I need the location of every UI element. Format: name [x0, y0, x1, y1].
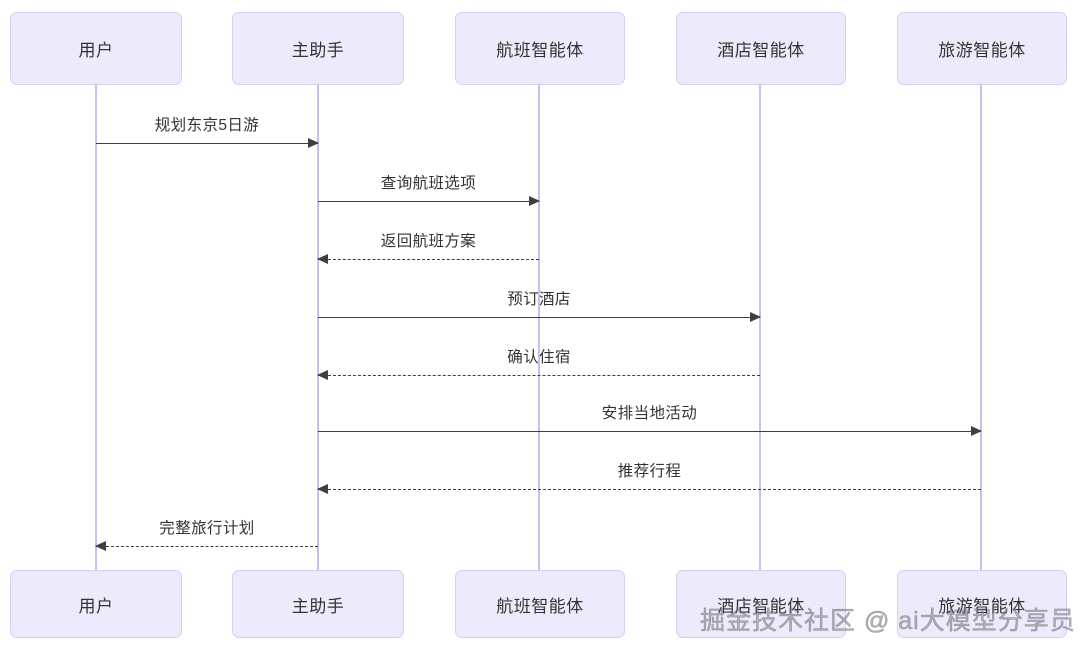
- participant-footer-main[interactable]: 主助手: [232, 570, 404, 638]
- lifeline-travel: [980, 85, 982, 570]
- lifeline-user: [95, 85, 97, 570]
- participant-label: 航班智能体: [496, 596, 584, 616]
- arrow-head-left-icon: [95, 540, 106, 551]
- participant-label: 主助手: [291, 596, 345, 616]
- participant-label: 用户: [78, 596, 114, 616]
- participant-label: 旅游智能体: [938, 41, 1026, 60]
- arrow-head-right-icon: [750, 311, 761, 322]
- message-label: 预订酒店: [507, 291, 571, 308]
- arrow-head-right-icon: [529, 195, 540, 206]
- arrow-head-right-icon: [308, 137, 319, 148]
- message-arrow-line: [318, 431, 981, 432]
- message-arrow-line: [318, 259, 539, 260]
- message-label: 规划东京5日游: [154, 117, 260, 134]
- message-arrow-line: [318, 201, 539, 202]
- participant-footer-hotel[interactable]: 酒店智能体: [676, 570, 846, 638]
- participant-header-travel[interactable]: 旅游智能体: [897, 12, 1067, 85]
- arrow-head-left-icon: [317, 253, 328, 264]
- message-arrow-line: [96, 143, 318, 144]
- message-arrow-line: [96, 546, 318, 547]
- message-label: 推荐行程: [617, 463, 682, 480]
- message-arrow-line: [318, 317, 760, 318]
- participant-footer-travel[interactable]: 旅游智能体: [897, 570, 1067, 638]
- participant-label: 主助手: [291, 41, 345, 60]
- message-arrow-line: [318, 375, 760, 376]
- participant-footer-flight[interactable]: 航班智能体: [455, 570, 625, 638]
- participant-label: 酒店智能体: [717, 596, 805, 616]
- participant-header-hotel[interactable]: 酒店智能体: [676, 12, 846, 85]
- participant-label: 航班智能体: [496, 41, 584, 60]
- message-label: 返回航班方案: [380, 233, 477, 250]
- participant-header-flight[interactable]: 航班智能体: [455, 12, 625, 85]
- message-label: 确认住宿: [507, 349, 571, 366]
- message-label: 查询航班选项: [380, 175, 477, 192]
- message-label: 完整旅行计划: [159, 520, 255, 537]
- arrow-head-left-icon: [317, 483, 328, 494]
- participant-label: 用户: [78, 41, 114, 60]
- lifeline-main: [317, 85, 319, 570]
- participant-header-user[interactable]: 用户: [10, 12, 182, 85]
- arrow-head-right-icon: [971, 425, 982, 436]
- participant-label: 酒店智能体: [717, 41, 805, 60]
- lifeline-hotel: [759, 85, 761, 570]
- lifeline-flight: [538, 85, 540, 570]
- participant-footer-user[interactable]: 用户: [10, 570, 182, 638]
- message-label: 安排当地活动: [601, 405, 698, 422]
- participant-label: 旅游智能体: [938, 596, 1026, 616]
- message-arrow-line: [318, 489, 981, 490]
- arrow-head-left-icon: [317, 369, 328, 380]
- participant-header-main[interactable]: 主助手: [232, 12, 404, 85]
